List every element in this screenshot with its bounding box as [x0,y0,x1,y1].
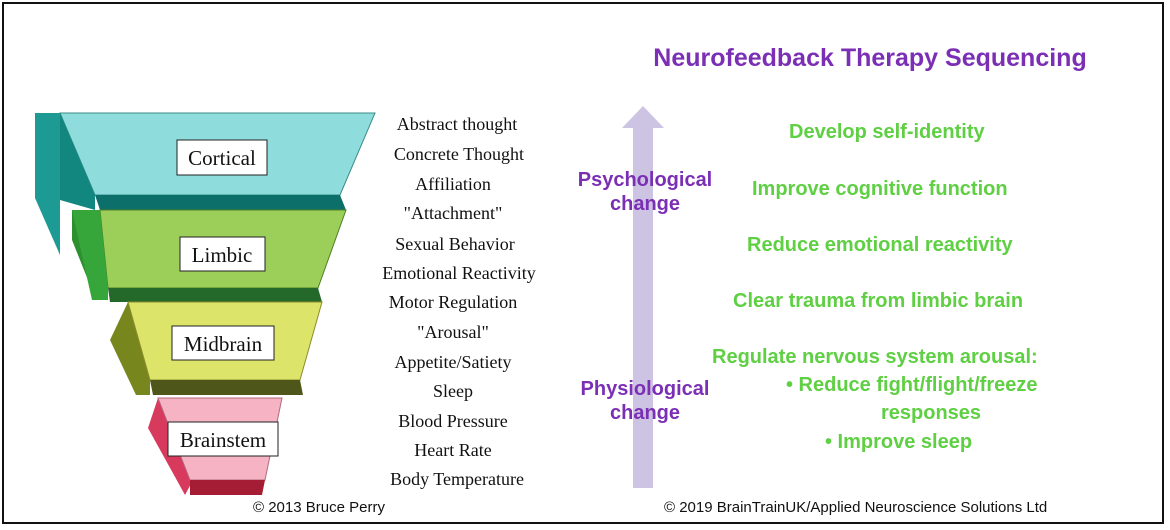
function-item: Abstract thought [396,114,518,134]
psychological-change-label: Psychological change [577,169,713,215]
brainstem-layer: Brainstem [148,397,283,495]
credit-right: © 2019 BrainTrainUK/Applied Neuroscience… [664,499,1048,516]
midbrain-label: Midbrain [184,332,263,356]
step-bullet-improve-sleep: • Improve sleep [825,431,973,453]
midbrain-layer: Midbrain [110,301,323,395]
function-item: Concrete Thought [393,144,525,164]
figure-frame [2,2,1164,524]
function-item: "Attachment" [403,203,503,223]
step-develop-self-identity: Develop self-identity [789,121,985,143]
limbic-label: Limbic [192,243,253,267]
step-improve-cognitive-function: Improve cognitive function [752,178,1008,200]
cortical-label: Cortical [188,146,256,170]
function-item: Heart Rate [414,440,492,460]
brain-pyramid: Cortical Limbic Midbrain Brainstem [35,112,376,495]
brainstem-label: Brainstem [180,428,266,452]
step-bullet-reduce-fight-flight: • Reduce fight/flight/freeze [786,374,1038,396]
function-item: "Arousal" [417,322,489,342]
function-item: Sexual Behavior [395,234,515,254]
function-item: Sleep [433,381,473,401]
function-item: Body Temperature [390,469,524,489]
step-clear-trauma: Clear trauma from limbic brain [733,290,1024,312]
step-regulate-arousal: Regulate nervous system arousal: [712,346,1038,368]
function-item: Blood Pressure [398,411,508,431]
page-title: Neurofeedback Therapy Sequencing [653,44,1087,72]
step-bullet-responses: responses [881,402,982,424]
physiological-change-label: Physiological change [580,378,710,424]
function-item: Affiliation [415,174,491,194]
function-item: Motor Regulation [388,292,518,312]
limbic-layer: Limbic [72,209,347,302]
credit-left: © 2013 Bruce Perry [253,499,385,516]
step-reduce-emotional-reactivity: Reduce emotional reactivity [747,234,1013,256]
function-item: Emotional Reactivity [382,263,536,283]
change-arrow [622,106,664,488]
function-item: Appetite/Satiety [394,352,512,372]
cortical-layer: Cortical [35,112,376,255]
